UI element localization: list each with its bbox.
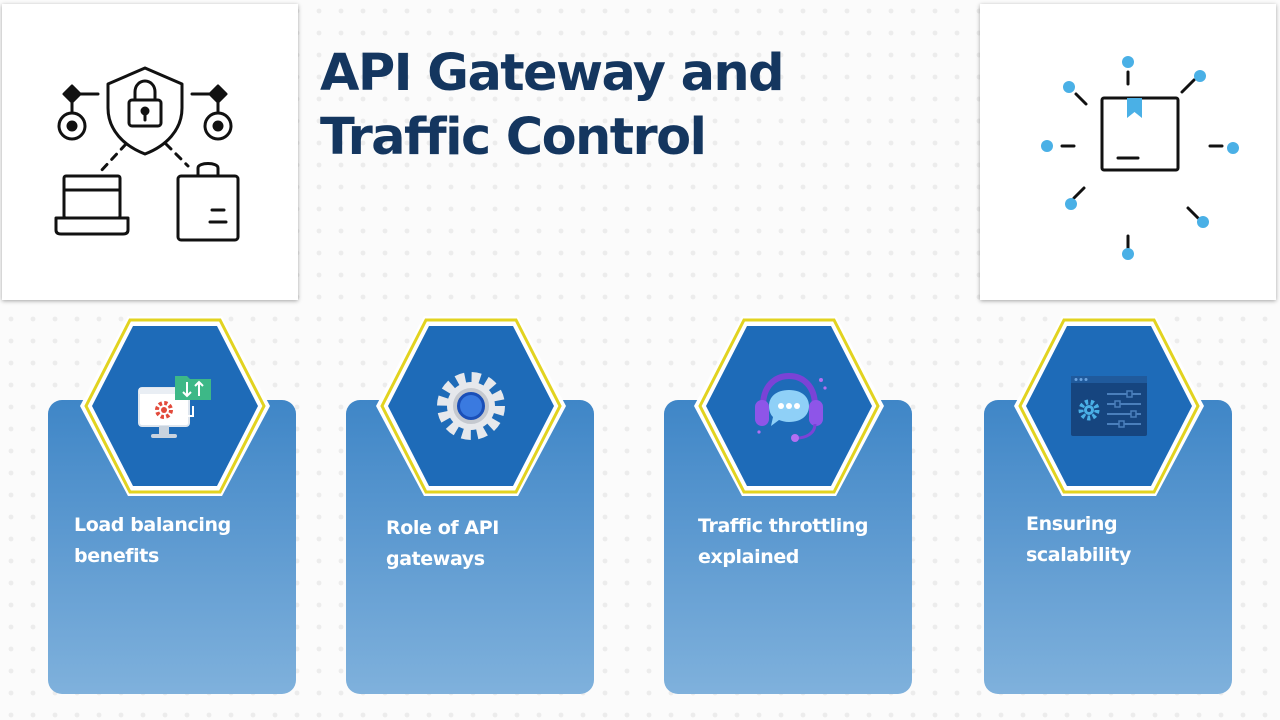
hexagon-badge-scalability — [1012, 314, 1206, 498]
page-title: API Gateway and Traffic Control — [320, 42, 785, 170]
card-load-balancing: Load balancing benefits — [48, 400, 296, 694]
headset-chat-icon — [755, 372, 827, 442]
package-distribution-icon — [1041, 56, 1239, 260]
package-illustration-panel — [980, 4, 1276, 300]
title-line-2: Traffic Control — [320, 108, 707, 167]
hexagon-badge-load-balancing — [78, 314, 272, 498]
settings-panel-icon — [1071, 376, 1147, 436]
hexagon-badge-traffic-throttling — [692, 314, 886, 498]
hexagon-badge-api-gateways — [374, 314, 568, 498]
server-sync-icon — [138, 376, 211, 438]
title-line-1: API Gateway and — [320, 44, 785, 103]
card-label: Role of API gateways — [386, 517, 499, 570]
security-illustration-panel — [2, 4, 298, 300]
card-label: Load balancing benefits — [74, 514, 231, 567]
card-label: Traffic throttling explained — [698, 515, 869, 568]
gear-icon — [437, 372, 505, 440]
api-security-network-icon — [54, 66, 240, 242]
card-label: Ensuring scalability — [1026, 513, 1131, 566]
